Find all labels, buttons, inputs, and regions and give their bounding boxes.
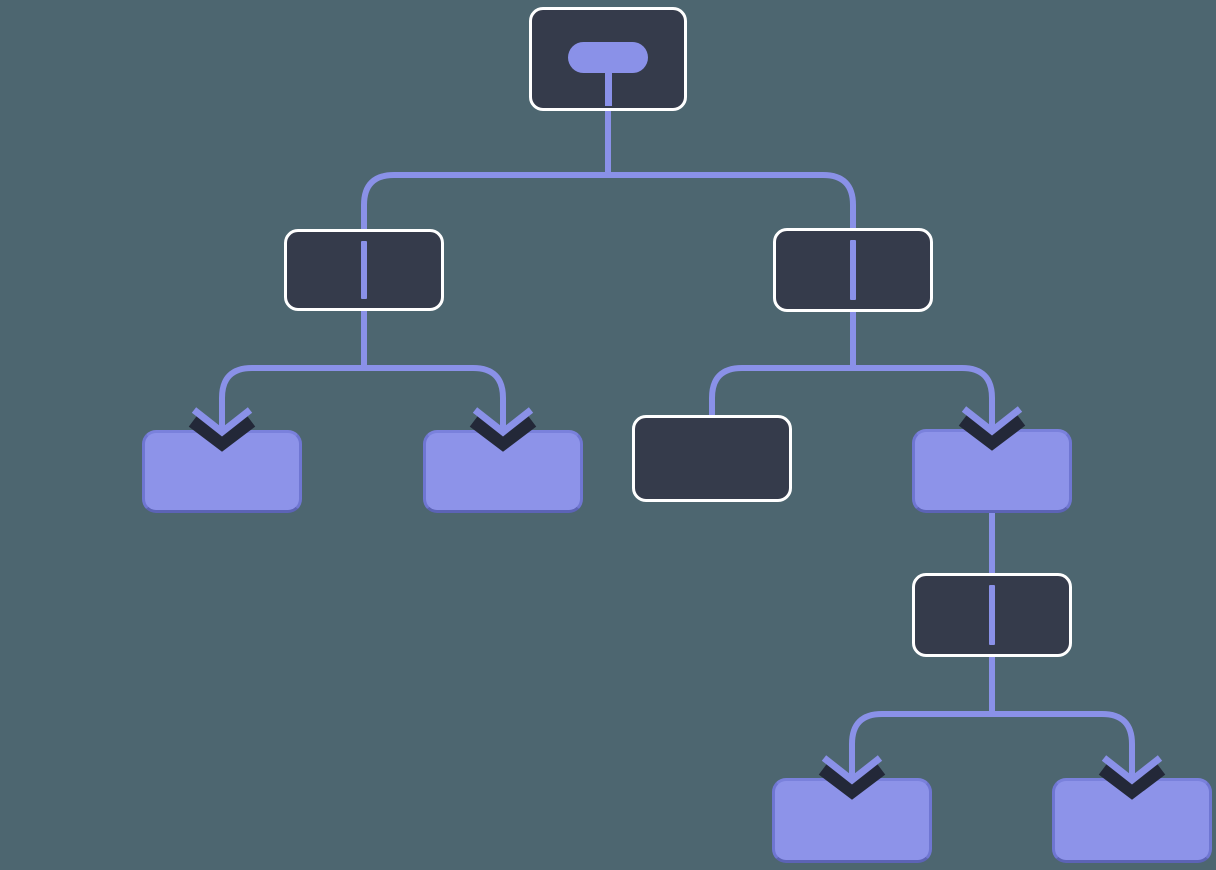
leaf-node-4[interactable] (1052, 778, 1212, 863)
branch-node-right[interactable] (773, 228, 933, 312)
vertical-line-glyph (989, 585, 995, 645)
vertical-line-glyph (850, 240, 856, 300)
leaf-node-3[interactable] (772, 778, 932, 863)
leaf-node-2[interactable] (423, 430, 583, 513)
root-node[interactable] (529, 7, 687, 111)
root-pill-stem-glyph (604, 73, 612, 106)
branch-node-left[interactable] (284, 229, 444, 311)
pass-through-node[interactable] (912, 573, 1072, 657)
purple-mid-node[interactable] (912, 429, 1072, 513)
root-pill-glyph (568, 42, 648, 73)
vertical-line-glyph (361, 241, 367, 299)
leaf-node-1[interactable] (142, 430, 302, 513)
dark-leaf-node[interactable] (632, 415, 792, 502)
